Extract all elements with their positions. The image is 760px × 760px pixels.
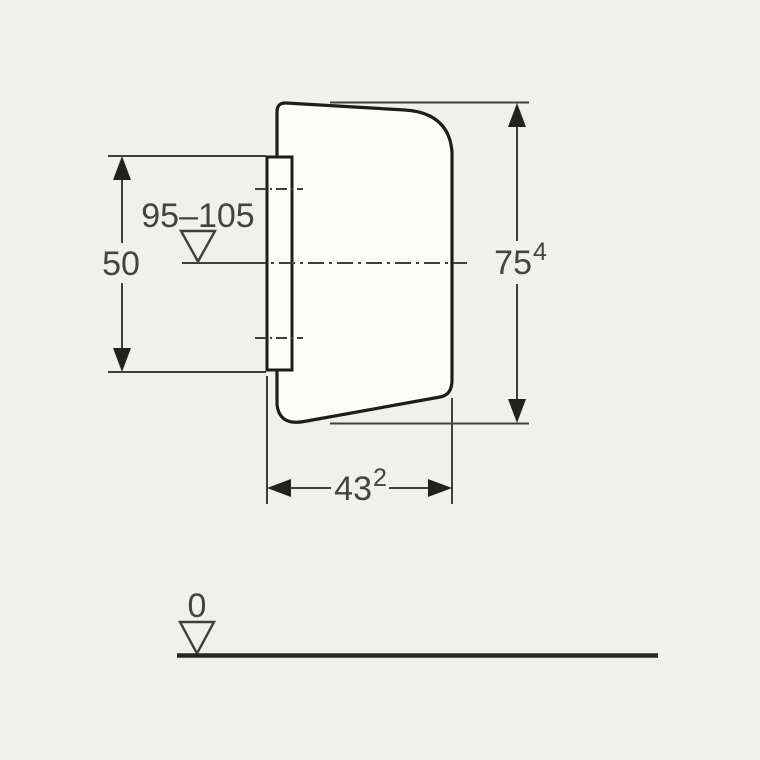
dimension-overall-depth-superscript: 2 xyxy=(373,464,387,492)
dimension-overall-height-superscript: 4 xyxy=(533,238,547,266)
arrow-down-icon xyxy=(508,399,526,423)
floor-datum: 0 xyxy=(177,587,658,658)
dimension-overall-height: 75 4 xyxy=(330,101,547,425)
dimension-left-height-label: 50 xyxy=(102,245,140,283)
dimension-height-range: 95–105 xyxy=(141,197,255,264)
floor-datum-label: 0 xyxy=(188,587,207,625)
dimension-overall-depth: 43 2 xyxy=(266,376,453,508)
arrow-left-icon xyxy=(267,479,291,497)
level-marker-icon xyxy=(178,229,218,264)
arrow-right-icon xyxy=(428,479,452,497)
dimension-left-height: 50 xyxy=(102,155,266,373)
arrow-up-icon xyxy=(113,156,131,180)
dimension-overall-depth-label: 43 xyxy=(334,470,372,508)
dimension-overall-height-label: 75 xyxy=(494,244,532,282)
arrow-up-icon xyxy=(508,103,526,127)
arrow-down-icon xyxy=(113,348,131,372)
level-marker-icon xyxy=(177,620,217,657)
product-body-outline xyxy=(275,101,454,424)
dimension-height-range-label: 95–105 xyxy=(141,197,254,235)
